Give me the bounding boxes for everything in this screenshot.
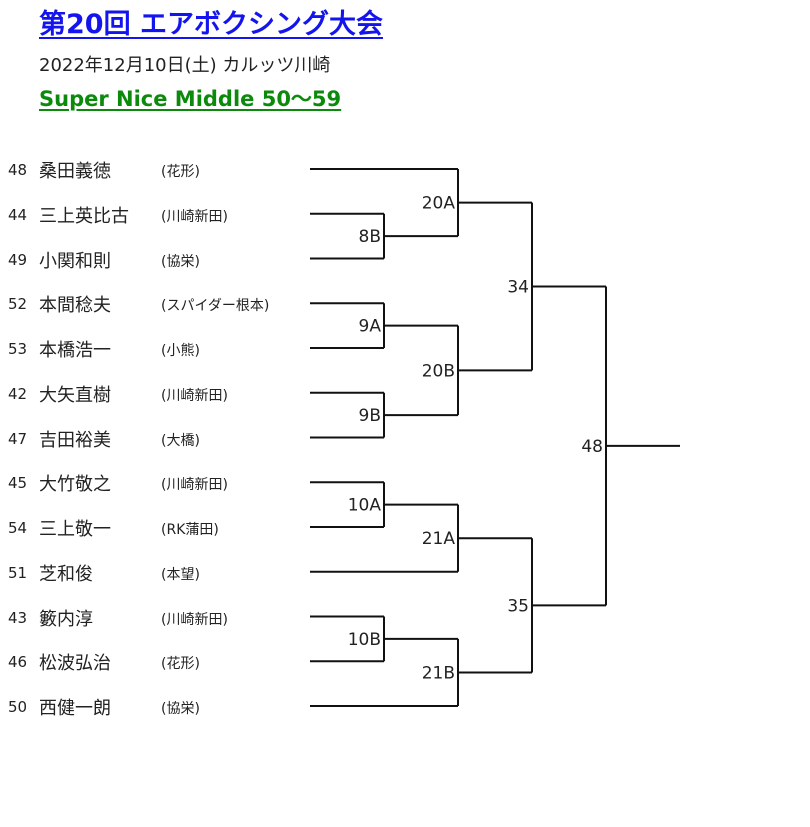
match-label: 20A [422, 194, 456, 214]
player-name: 本橋浩一 [39, 340, 111, 361]
division-title[interactable]: Super Nice Middle 50〜59 [39, 87, 342, 111]
player-club: (協栄) [161, 701, 200, 717]
player-name: 三上敬一 [39, 519, 111, 540]
event-date-venue: 2022年12月10日(土) カルッツ川崎 [39, 55, 331, 76]
match-label: 8B [359, 227, 381, 247]
player-club: (本望) [161, 566, 200, 583]
player-row: 44 三上英比古 (川崎新田) [0, 199, 300, 229]
player-club: (川崎新田) [161, 387, 228, 404]
player-name: 芝和俊 [39, 563, 93, 585]
player-row: 47 吉田裕美 (大橋) [0, 423, 300, 453]
player-number: 51 [8, 563, 28, 582]
player-row: 45 大竹敬之 (川崎新田) [0, 467, 300, 497]
player-number: 50 [8, 698, 28, 716]
player-name: 三上英比古 [39, 205, 129, 227]
player-row: 51 芝和俊 (本望) [0, 557, 300, 587]
player-number: 46 [8, 653, 28, 672]
player-row: 49 小関和則 (協栄) [0, 244, 300, 274]
tournament-title[interactable]: 第20回 エアボクシング大会 [39, 9, 383, 40]
player-name: 小関和則 [39, 250, 111, 272]
player-number: 44 [8, 205, 28, 224]
player-club: (小熊) [161, 343, 200, 359]
player-club: (川崎新田) [161, 611, 228, 628]
player-club: (花形) [161, 656, 200, 673]
player-club: (川崎新田) [161, 208, 228, 225]
player-number: 49 [8, 250, 28, 269]
match-label: 34 [507, 277, 529, 297]
player-number: 43 [8, 608, 28, 627]
match-label: 20B [422, 361, 455, 381]
player-row: 52 本間稔夫 (スパイダー根本) [0, 288, 300, 318]
player-club: (RK蒲田) [161, 522, 219, 538]
player-row: 50 西健一朗 (協栄) [0, 691, 300, 721]
player-name: 大竹敬之 [39, 474, 111, 496]
match-label: 21A [422, 529, 456, 549]
player-name: 籔内淳 [39, 608, 93, 630]
player-number: 53 [8, 340, 28, 358]
player-club: (川崎新田) [161, 477, 228, 494]
match-label: 48 [581, 437, 603, 457]
player-number: 42 [8, 384, 28, 403]
player-club: (大橋) [161, 432, 200, 449]
match-label: 9A [359, 317, 382, 337]
player-number: 47 [8, 429, 28, 448]
player-club: (スパイダー根本) [161, 298, 270, 315]
match-label: 21B [422, 663, 455, 683]
match-label: 9B [359, 406, 381, 426]
player-number: 48 [8, 161, 28, 179]
player-club: (協栄) [161, 253, 200, 270]
match-label: 35 [507, 596, 529, 616]
player-name: 松波弘治 [39, 653, 111, 675]
player-number: 54 [8, 519, 28, 537]
player-name: 大矢直樹 [39, 384, 111, 406]
match-label: 10B [348, 630, 381, 650]
player-name: 本間稔夫 [39, 295, 111, 317]
player-row: 48 桑田義徳 (花形) [0, 154, 300, 184]
player-row: 42 大矢直樹 (川崎新田) [0, 378, 300, 408]
player-number: 52 [8, 295, 28, 314]
player-name: 吉田裕美 [39, 429, 111, 451]
match-label: 10A [348, 496, 382, 516]
player-name: 西健一朗 [39, 698, 111, 719]
player-row: 46 松波弘治 (花形) [0, 646, 300, 676]
player-row: 54 三上敬一 (RK蒲田) [0, 512, 300, 542]
player-number: 45 [8, 474, 28, 493]
player-row: 53 本橋浩一 (小熊) [0, 333, 300, 363]
player-club: (花形) [161, 164, 200, 180]
player-name: 桑田義徳 [39, 161, 111, 182]
player-row: 43 籔内淳 (川崎新田) [0, 602, 300, 632]
